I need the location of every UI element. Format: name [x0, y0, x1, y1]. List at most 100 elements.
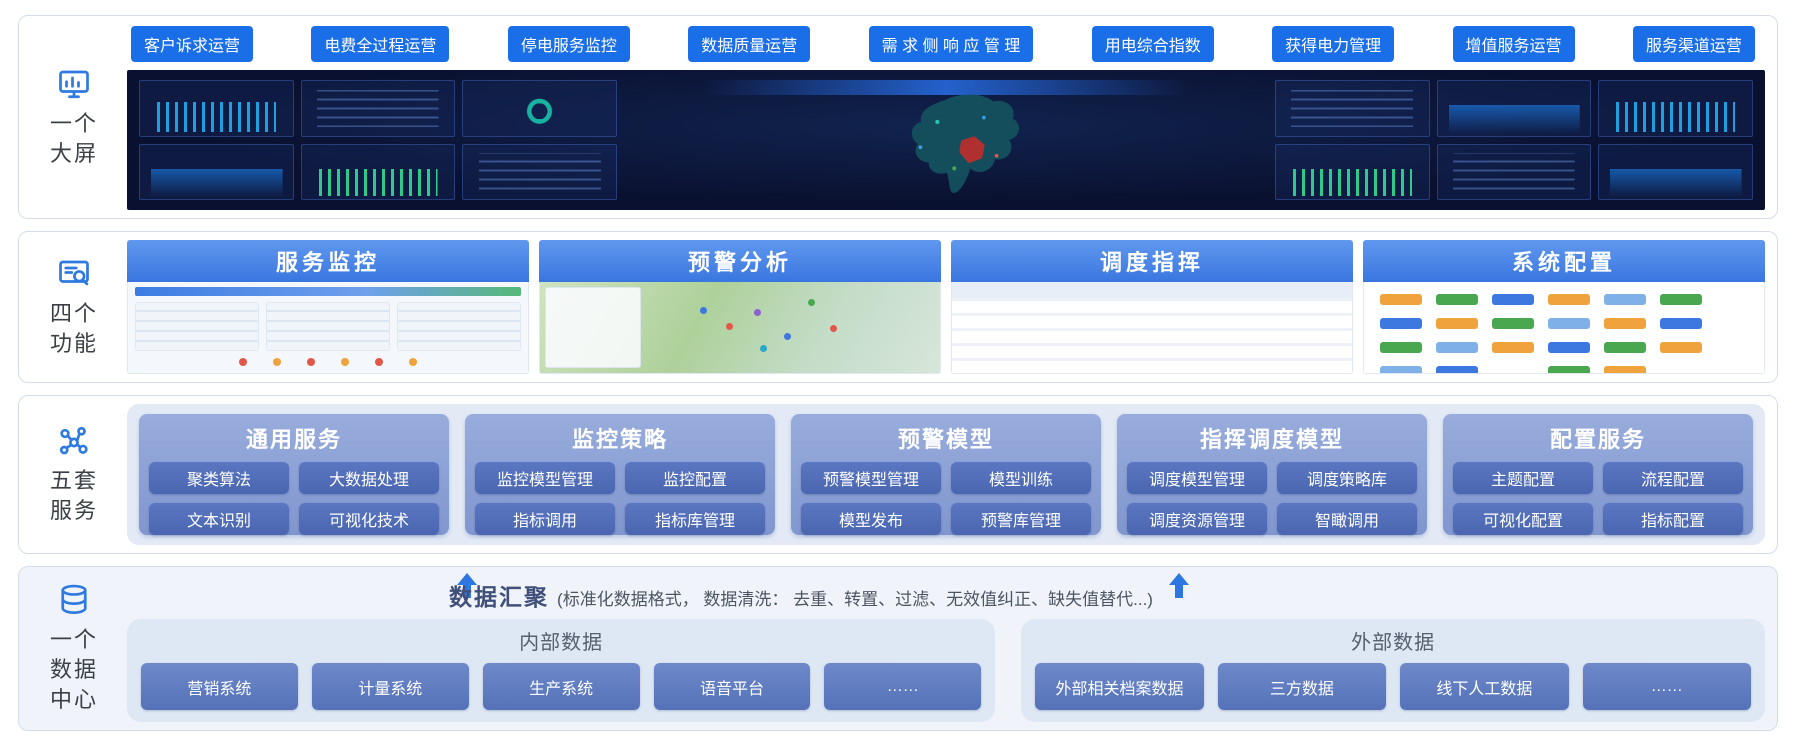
service-chip: 监控模型管理 [475, 462, 615, 494]
data-source-chip: 外部相关档案数据 [1035, 663, 1204, 710]
service-chip: 指标配置 [1603, 503, 1743, 535]
service-group-title: 通用服务 [245, 427, 342, 452]
dashboard-map [627, 80, 1265, 200]
data-source-chip: 生产系统 [482, 663, 640, 710]
dashboard-left-panels [139, 80, 618, 200]
service-chip: 可视化技术 [299, 503, 439, 535]
service-group-monitoring-strategy: 监控策略 监控模型管理 监控配置 指标调用 指标库管理 [465, 414, 775, 535]
band-label: 一个 大屏 [50, 109, 98, 168]
scenario-tag: 获得电力管理 [1272, 26, 1395, 62]
service-group-title: 监控策略 [571, 427, 668, 452]
band-label-line: 功能 [49, 330, 98, 356]
service-chip: 智瞰调用 [1277, 503, 1417, 535]
panel-title: 系统配置 [1363, 240, 1765, 282]
band-rail-data-center: 一个 数据 中心 [31, 575, 117, 722]
band-label-line: 大屏 [49, 140, 98, 166]
service-chip: 文本识别 [149, 503, 289, 535]
function-panel-dispatch-command: 调度指挥 [951, 240, 1353, 374]
service-chip: 预警库管理 [951, 503, 1091, 535]
external-data-group: 外部数据 外部相关档案数据 三方数据 线下人工数据 …… [1021, 619, 1765, 722]
band-label-line: 五套 [49, 468, 98, 494]
band-data-center: 一个 数据 中心 数据汇聚 (标准化数据格式， 数据清洗： 去重、转置、过滤、无… [18, 566, 1778, 731]
scenario-tag: 服务渠道运营 [1632, 26, 1755, 62]
data-source-chip: …… [824, 663, 982, 710]
band-four-functions: 四个 功能 服务监控 预警分析 调度指挥 [18, 231, 1778, 383]
scenario-tag: 用电综合指数 [1091, 26, 1214, 62]
band-label-line: 中心 [49, 686, 98, 712]
service-chip: 监控配置 [625, 462, 765, 494]
service-group-title: 配置服务 [1549, 427, 1646, 452]
up-arrow [457, 573, 477, 598]
scenario-tag: 客户诉求运营 [131, 26, 254, 62]
scenario-tag: 数据质量运营 [688, 26, 811, 62]
service-chip: 指标库管理 [625, 503, 765, 535]
dashboard-right-panels [1274, 80, 1753, 200]
service-group-config: 配置服务 主题配置 流程配置 可视化配置 指标配置 [1443, 414, 1753, 535]
function-panel-alert-analysis: 预警分析 [539, 240, 941, 374]
band-label-line: 四个 [49, 300, 98, 326]
service-group-alert-model: 预警模型 预警模型管理 模型训练 模型发布 预警库管理 [791, 414, 1101, 535]
service-chip: 调度策略库 [1277, 462, 1417, 494]
panel-title: 调度指挥 [951, 240, 1353, 282]
system-config-screenshot [1363, 282, 1765, 374]
scenario-tag: 增值服务运营 [1452, 26, 1575, 62]
service-chip: 流程配置 [1603, 462, 1743, 494]
band-rail-four-functions: 四个 功能 [31, 240, 117, 374]
service-group-dispatch-model: 指挥调度模型 调度模型管理 调度策略库 调度资源管理 智瞰调用 [1117, 414, 1427, 535]
big-screen-content: 客户诉求运营 电费全过程运营 停电服务监控 数据质量运营 需 求 侧 响 应 管… [127, 24, 1765, 210]
panel-title: 服务监控 [127, 240, 529, 282]
band-label: 四个 功能 [50, 299, 98, 358]
service-chip: 大数据处理 [299, 462, 439, 494]
band-rail-five-services: 五套 服务 [31, 404, 117, 545]
service-chip: 模型发布 [801, 503, 941, 535]
monitor-chart-icon [56, 66, 92, 102]
service-chip: 聚类算法 [149, 462, 289, 494]
service-chip: 预警模型管理 [801, 462, 941, 494]
data-aggregation-title-row: 数据汇聚 (标准化数据格式， 数据清洗： 去重、转置、过滤、无效值纠正、缺失值替… [449, 578, 1153, 612]
data-center-content: 数据汇聚 (标准化数据格式， 数据清洗： 去重、转置、过滤、无效值纠正、缺失值替… [127, 573, 1765, 722]
function-panel-service-monitoring: 服务监控 [127, 240, 529, 374]
function-panels: 服务监控 预警分析 调度指挥 系统配置 [127, 240, 1765, 374]
cluster-nodes-icon [56, 423, 92, 459]
band-five-services: 五套 服务 通用服务 聚类算法 大数据处理 文本识别 可视化技术 监控策略 监控… [18, 395, 1778, 554]
big-screen-dashboard-image [127, 70, 1765, 210]
data-source-chip: 营销系统 [141, 663, 298, 710]
data-source-chip: 计量系统 [311, 663, 469, 710]
panel-title: 预警分析 [539, 240, 941, 282]
internal-data-group: 内部数据 营销系统 计量系统 生产系统 语音平台 …… [127, 619, 996, 722]
scenario-tag: 电费全过程运营 [311, 26, 450, 62]
database-icon [56, 582, 92, 618]
service-chip: 调度资源管理 [1127, 503, 1267, 535]
band-label: 五套 服务 [50, 466, 98, 525]
data-source-chip: 线下人工数据 [1400, 663, 1569, 710]
band-label: 一个 数据 中心 [50, 625, 98, 714]
band-label-line: 一个 [49, 627, 98, 653]
data-source-chip: …… [1582, 663, 1751, 710]
scenario-tag-row: 客户诉求运营 电费全过程运营 停电服务监控 数据质量运营 需 求 侧 响 应 管… [127, 24, 1765, 70]
band-rail-big-screen: 一个 大屏 [31, 24, 117, 210]
data-source-chip: 三方数据 [1217, 663, 1387, 710]
scenario-tag: 停电服务监控 [507, 26, 630, 62]
band-label-line: 一个 [49, 110, 98, 136]
service-group-title: 预警模型 [897, 427, 994, 452]
band-label-line: 数据 [49, 657, 98, 683]
service-group-title: 指挥调度模型 [1199, 427, 1344, 452]
dispatch-command-screenshot [951, 282, 1353, 374]
service-chip: 可视化配置 [1453, 503, 1593, 535]
external-data-title: 外部数据 [1351, 632, 1436, 654]
service-chip: 主题配置 [1453, 462, 1593, 494]
data-aggregation-title: 数据汇聚 [449, 584, 550, 610]
service-chip: 模型训练 [951, 462, 1091, 494]
service-monitoring-screenshot [127, 282, 529, 374]
scenario-tag: 需 求 侧 响 应 管 理 [868, 26, 1034, 62]
function-panel-system-config: 系统配置 [1363, 240, 1765, 374]
services-tray: 通用服务 聚类算法 大数据处理 文本识别 可视化技术 监控策略 监控模型管理 监… [127, 404, 1765, 545]
service-chip: 调度模型管理 [1127, 462, 1267, 494]
data-source-chip: 语音平台 [653, 663, 811, 710]
dashboard-title-glow [703, 80, 1189, 95]
band-big-screen: 一个 大屏 客户诉求运营 电费全过程运营 停电服务监控 数据质量运营 需 求 侧… [18, 15, 1778, 219]
alert-analysis-screenshot [539, 282, 941, 374]
service-chip: 指标调用 [475, 503, 615, 535]
service-group-general: 通用服务 聚类算法 大数据处理 文本识别 可视化技术 [139, 414, 449, 535]
